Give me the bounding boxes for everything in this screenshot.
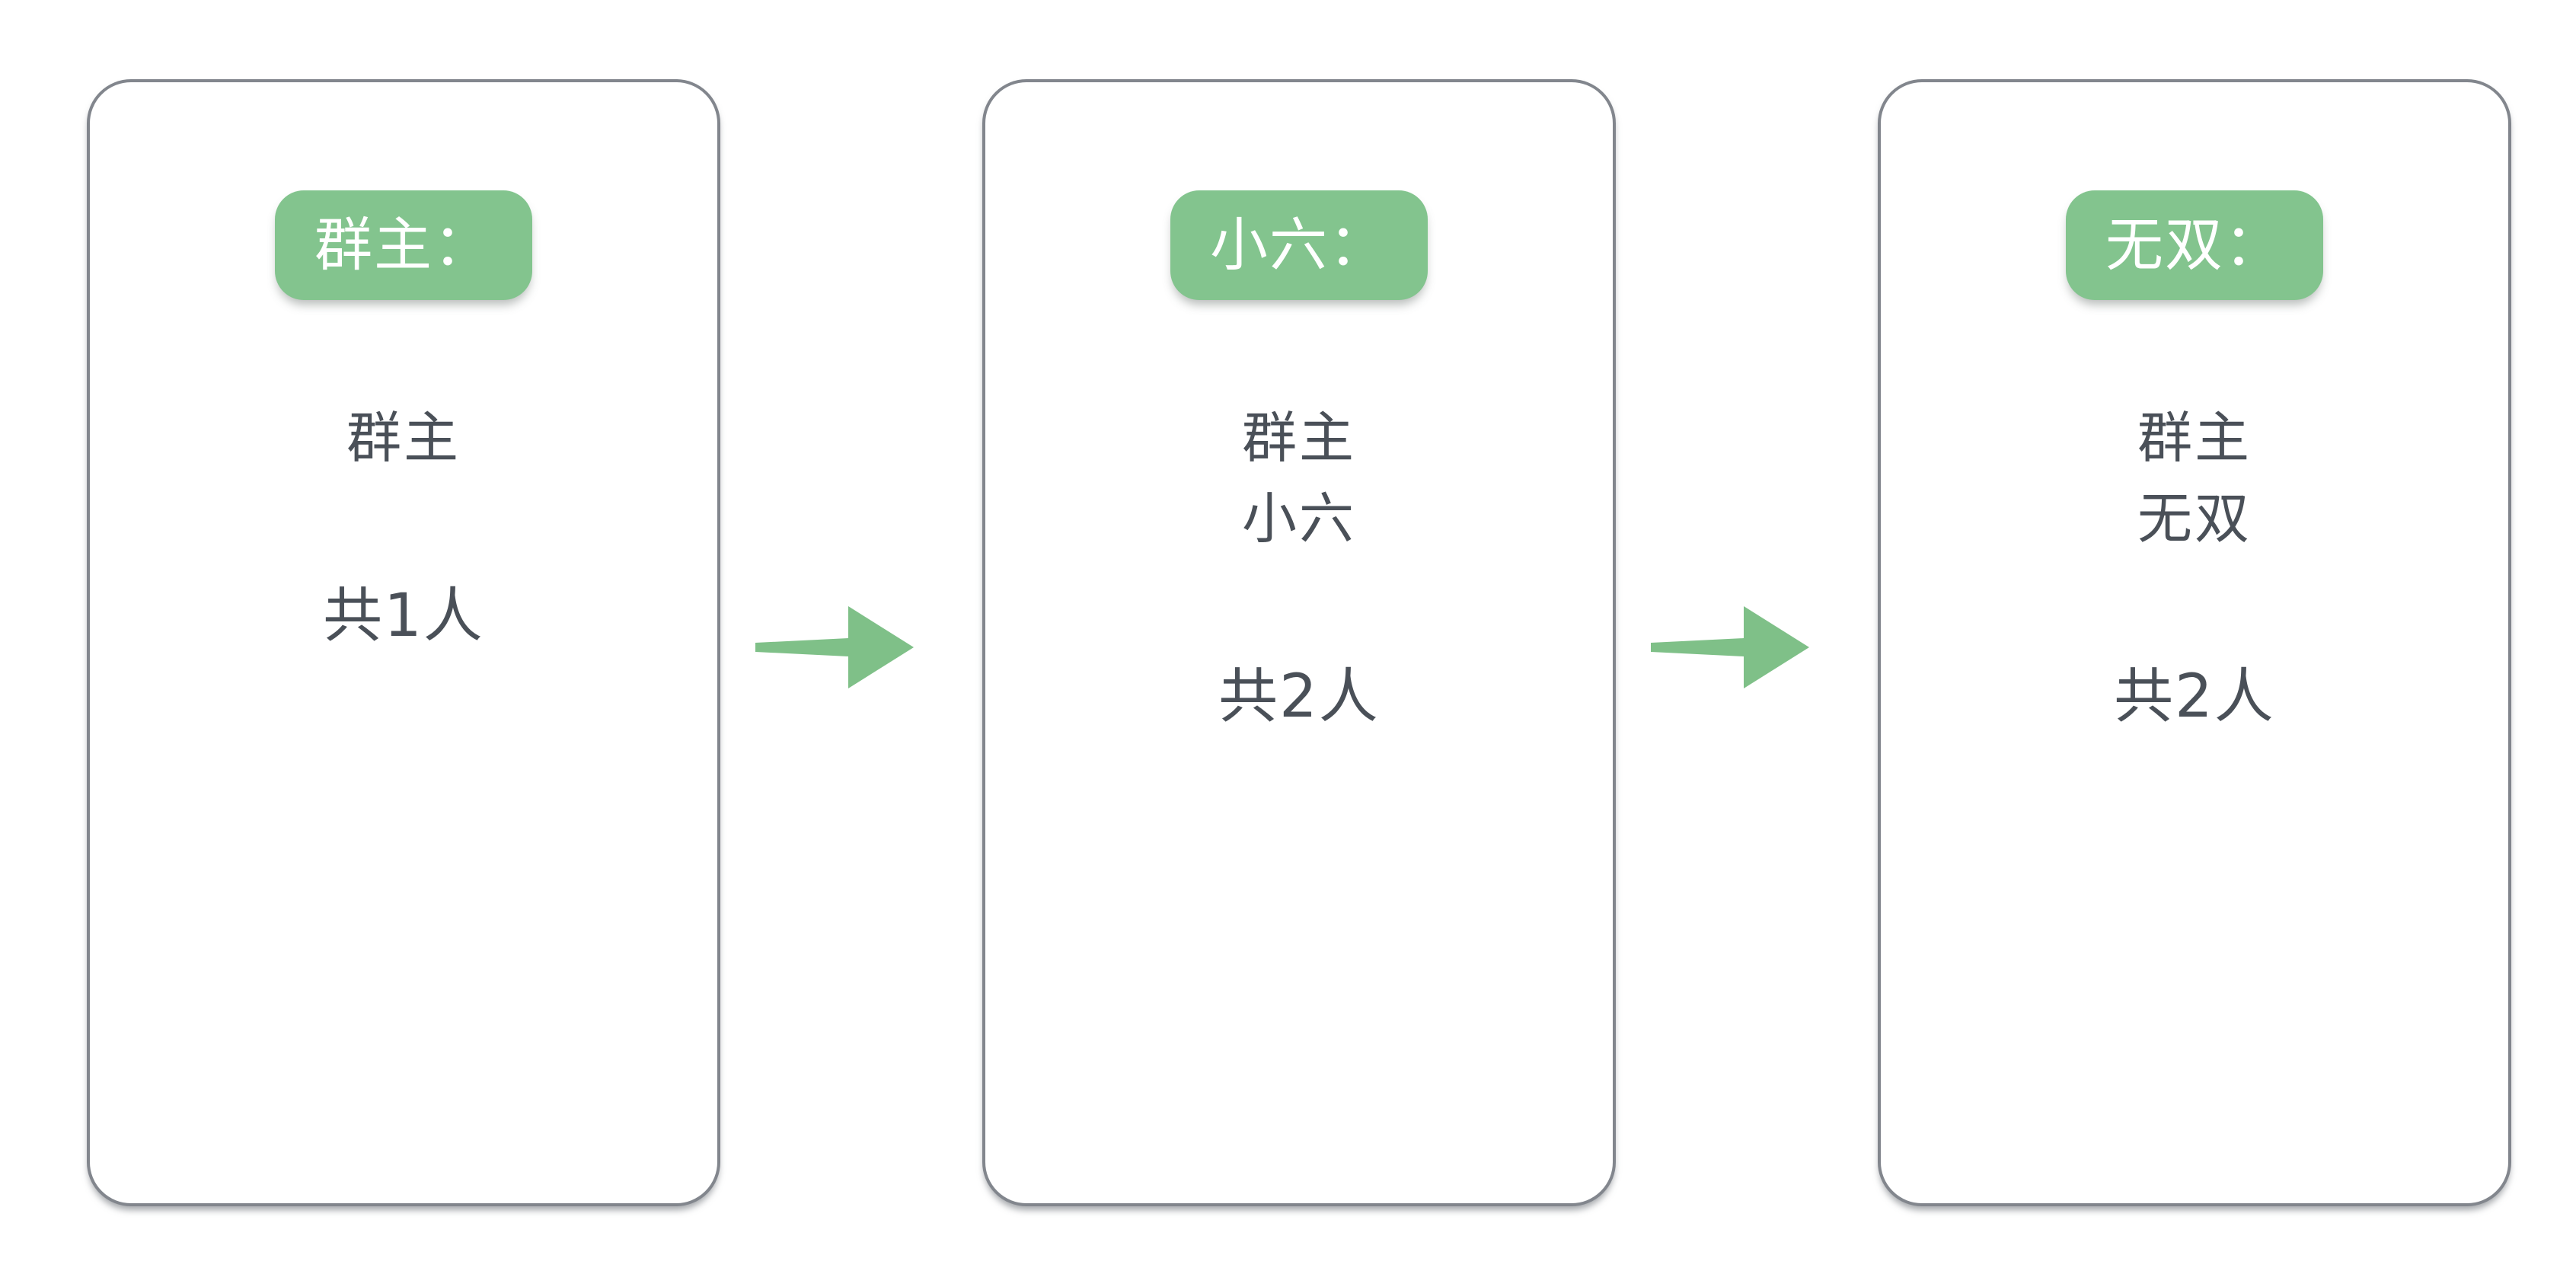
card-2-member-0: 群主 [1241,406,1356,470]
card-2-member-1: 小六 [1241,486,1356,551]
arrow-right-icon-2 [1649,594,1811,701]
card-2-count-label: 共2人 [1218,662,1380,731]
card-2-member-list: 群主 小六 [1242,405,1356,553]
flow-card-1[interactable]: 群主： 群主 共1人 [87,79,720,1206]
card-1-count-label: 共1人 [323,581,484,650]
card-1-member-list: 群主 [346,405,461,472]
card-1-badge: 群主： [275,190,532,300]
card-3-count-label: 共2人 [2114,662,2275,731]
card-3-member-list: 群主 无双 [2137,405,2252,553]
flow-card-3[interactable]: 无双： 群主 无双 共2人 [1878,79,2511,1206]
card-2-badge: 小六： [1170,190,1428,300]
card-2-badge-label: 小六： [1210,211,1388,279]
card-1-badge-label: 群主： [314,211,493,279]
flow-card-2[interactable]: 小六： 群主 小六 共2人 [982,79,1616,1206]
card-3-badge-label: 无双： [2105,211,2284,279]
arrow-right-icon-1 [754,594,915,701]
card-3-member-0: 群主 [2137,406,2252,470]
card-1-member-0: 群主 [346,406,461,470]
card-3-badge: 无双： [2066,190,2323,300]
card-3-member-1: 无双 [2137,486,2252,551]
